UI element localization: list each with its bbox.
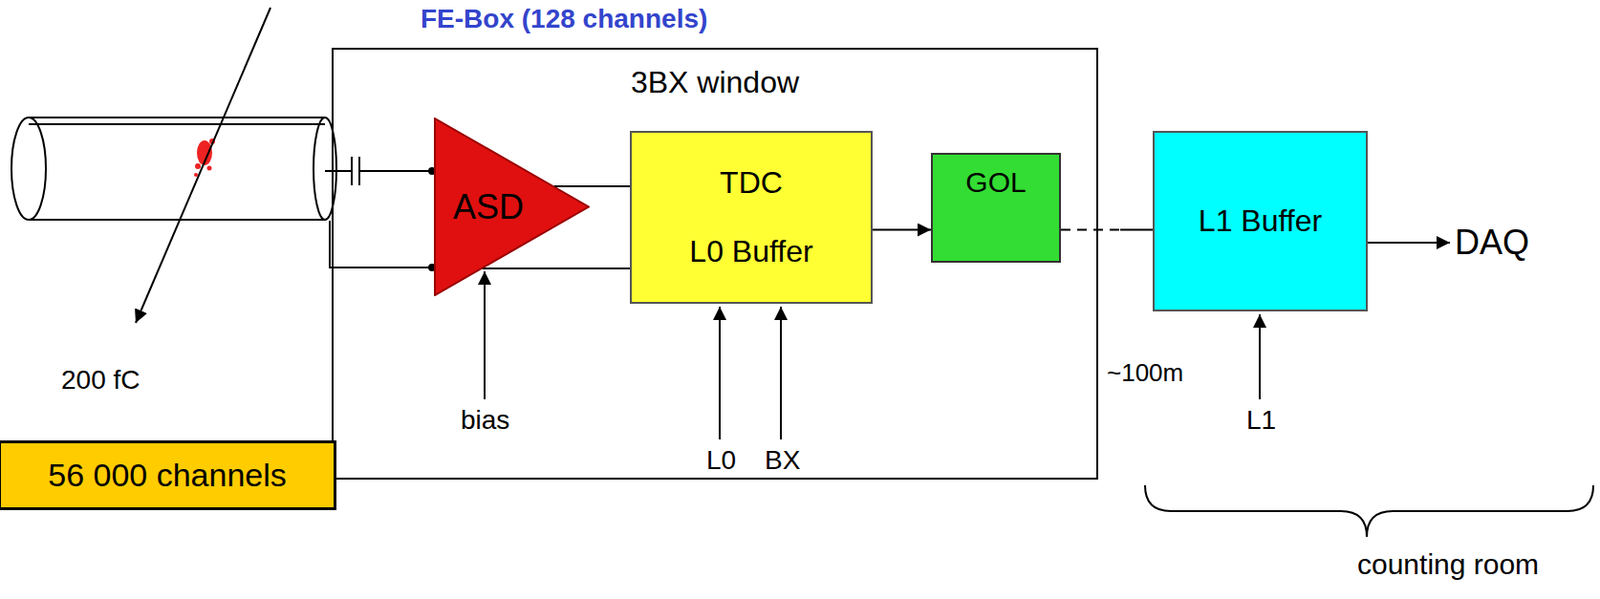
node-title: TDC bbox=[719, 165, 783, 201]
distance-label: ~100m bbox=[1106, 359, 1184, 389]
l1-buffer-box: L1 Buffer bbox=[1152, 130, 1368, 312]
brace bbox=[1145, 485, 1594, 538]
fe-box: FE-Box (128 channels)3BX windowASDTDCL0 … bbox=[331, 47, 1099, 480]
daq-label: DAQ bbox=[1454, 222, 1530, 262]
node-text: L0 Buffer bbox=[689, 234, 813, 270]
node-title: L1 Buffer bbox=[1198, 203, 1322, 239]
node-title: 56 000 channels bbox=[47, 456, 287, 495]
signal-name: L0 bbox=[706, 445, 736, 476]
signal-line bbox=[1060, 229, 1121, 232]
tdc-box: TDC L0 Buffer bbox=[629, 130, 873, 304]
signal-name: BX bbox=[764, 445, 800, 476]
signal-name: L1 bbox=[1246, 405, 1276, 436]
drift-tube bbox=[11, 117, 337, 220]
gol-box: GOL bbox=[930, 152, 1061, 263]
charge-label: 200 fC bbox=[61, 365, 141, 396]
signal-name: bias bbox=[460, 405, 510, 436]
node-text: 3BX window bbox=[333, 64, 1097, 101]
signal-line bbox=[482, 267, 630, 270]
particle-track bbox=[135, 7, 271, 324]
node-title: GOL bbox=[965, 166, 1026, 200]
signal-line bbox=[554, 185, 630, 188]
signal-line bbox=[1120, 229, 1153, 232]
triangle-shape bbox=[434, 118, 589, 296]
node-title: FE-Box (128 channels) bbox=[420, 3, 708, 35]
region-label: counting room bbox=[1357, 548, 1539, 583]
input-wires bbox=[324, 156, 431, 268]
signal-line bbox=[872, 229, 931, 232]
asd-amplifier: ASD bbox=[433, 117, 590, 297]
channel-count-box: 56 000 channels bbox=[0, 440, 337, 511]
node-title: ASD bbox=[453, 187, 524, 227]
